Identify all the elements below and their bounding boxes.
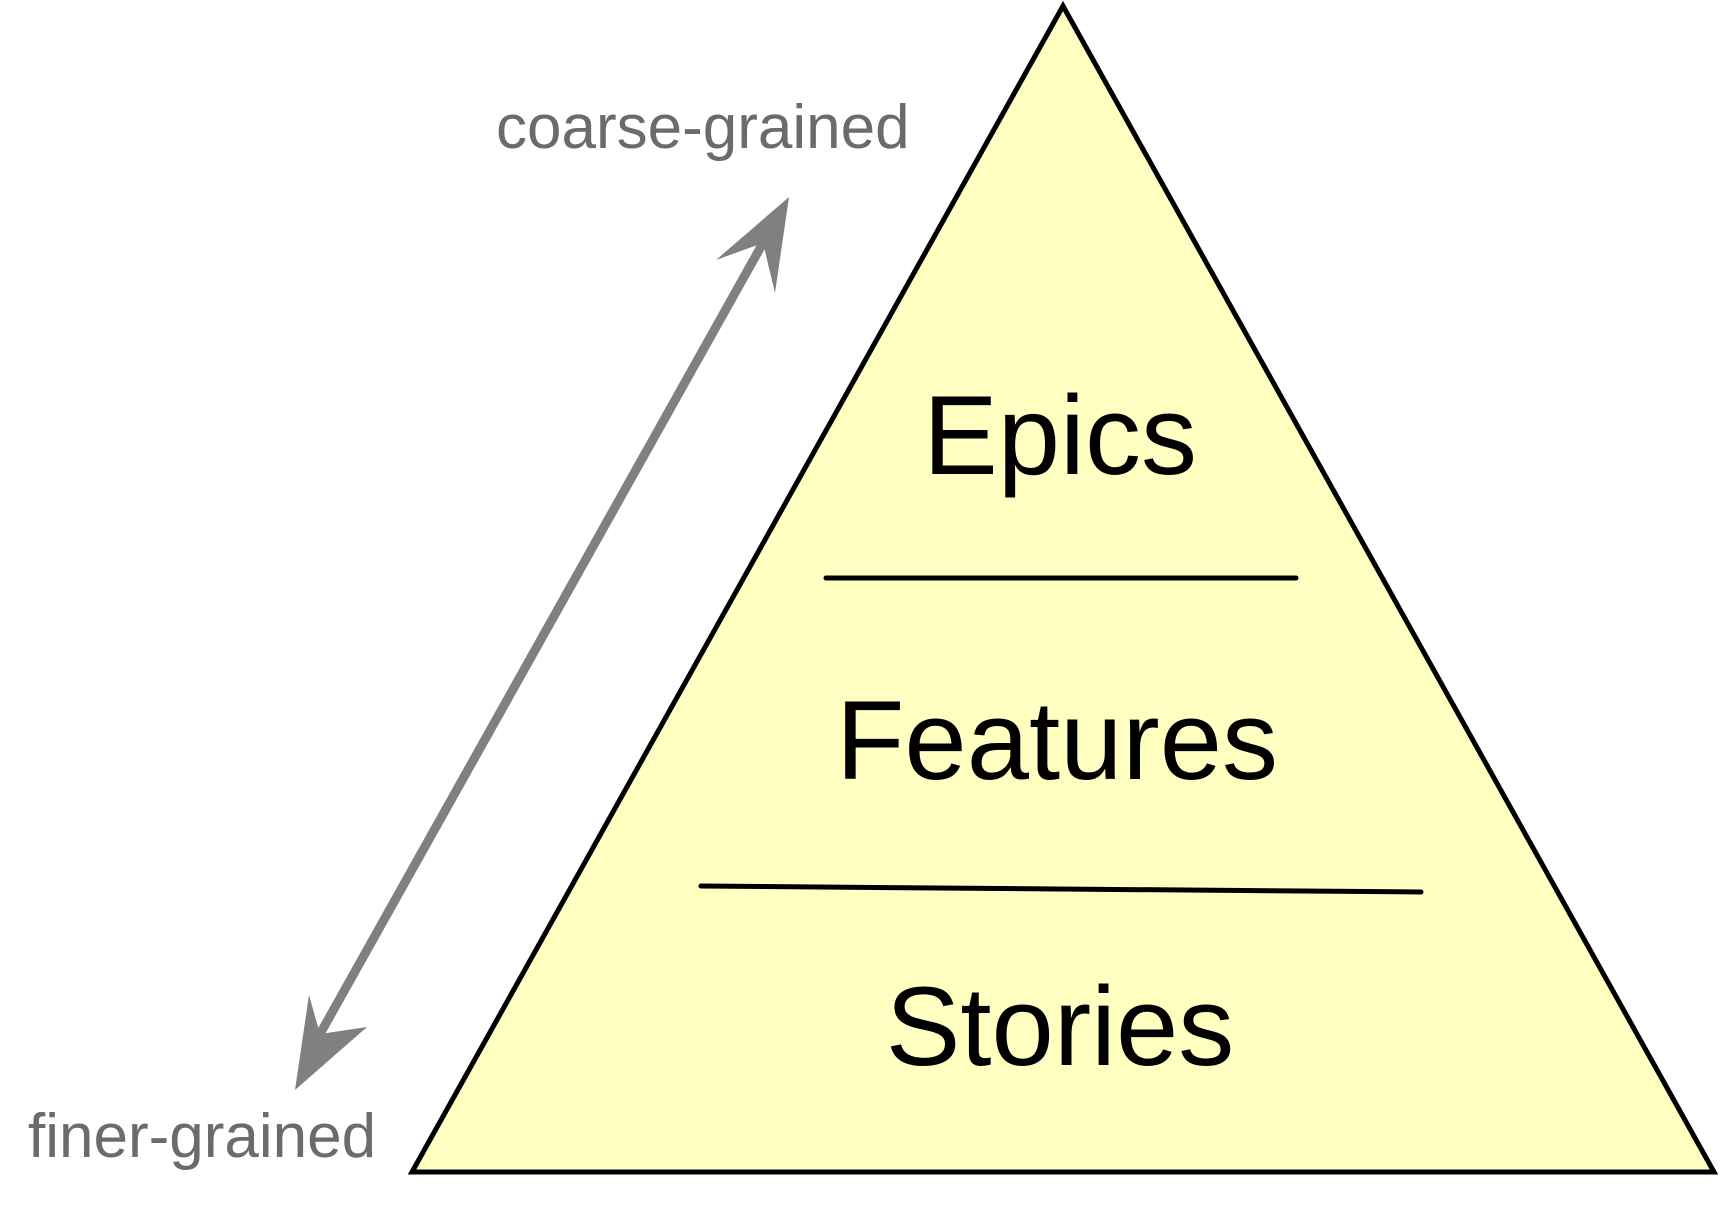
- arrow-head-up-icon: [716, 197, 789, 293]
- pyramid-triangle: [407, 0, 1719, 1175]
- pyramid-divider-bottom: [698, 883, 1424, 895]
- level-label-epics: Epics: [923, 373, 1197, 498]
- scale-label-finer: finer-grained: [28, 1102, 376, 1171]
- granularity-arrow-shaft: [316, 240, 767, 1037]
- level-label-stories: Stories: [886, 964, 1235, 1089]
- level-label-features: Features: [836, 678, 1278, 803]
- granularity-arrow: [295, 197, 789, 1090]
- scale-label-coarse: coarse-grained: [496, 93, 910, 162]
- arrow-head-down-icon: [295, 995, 367, 1090]
